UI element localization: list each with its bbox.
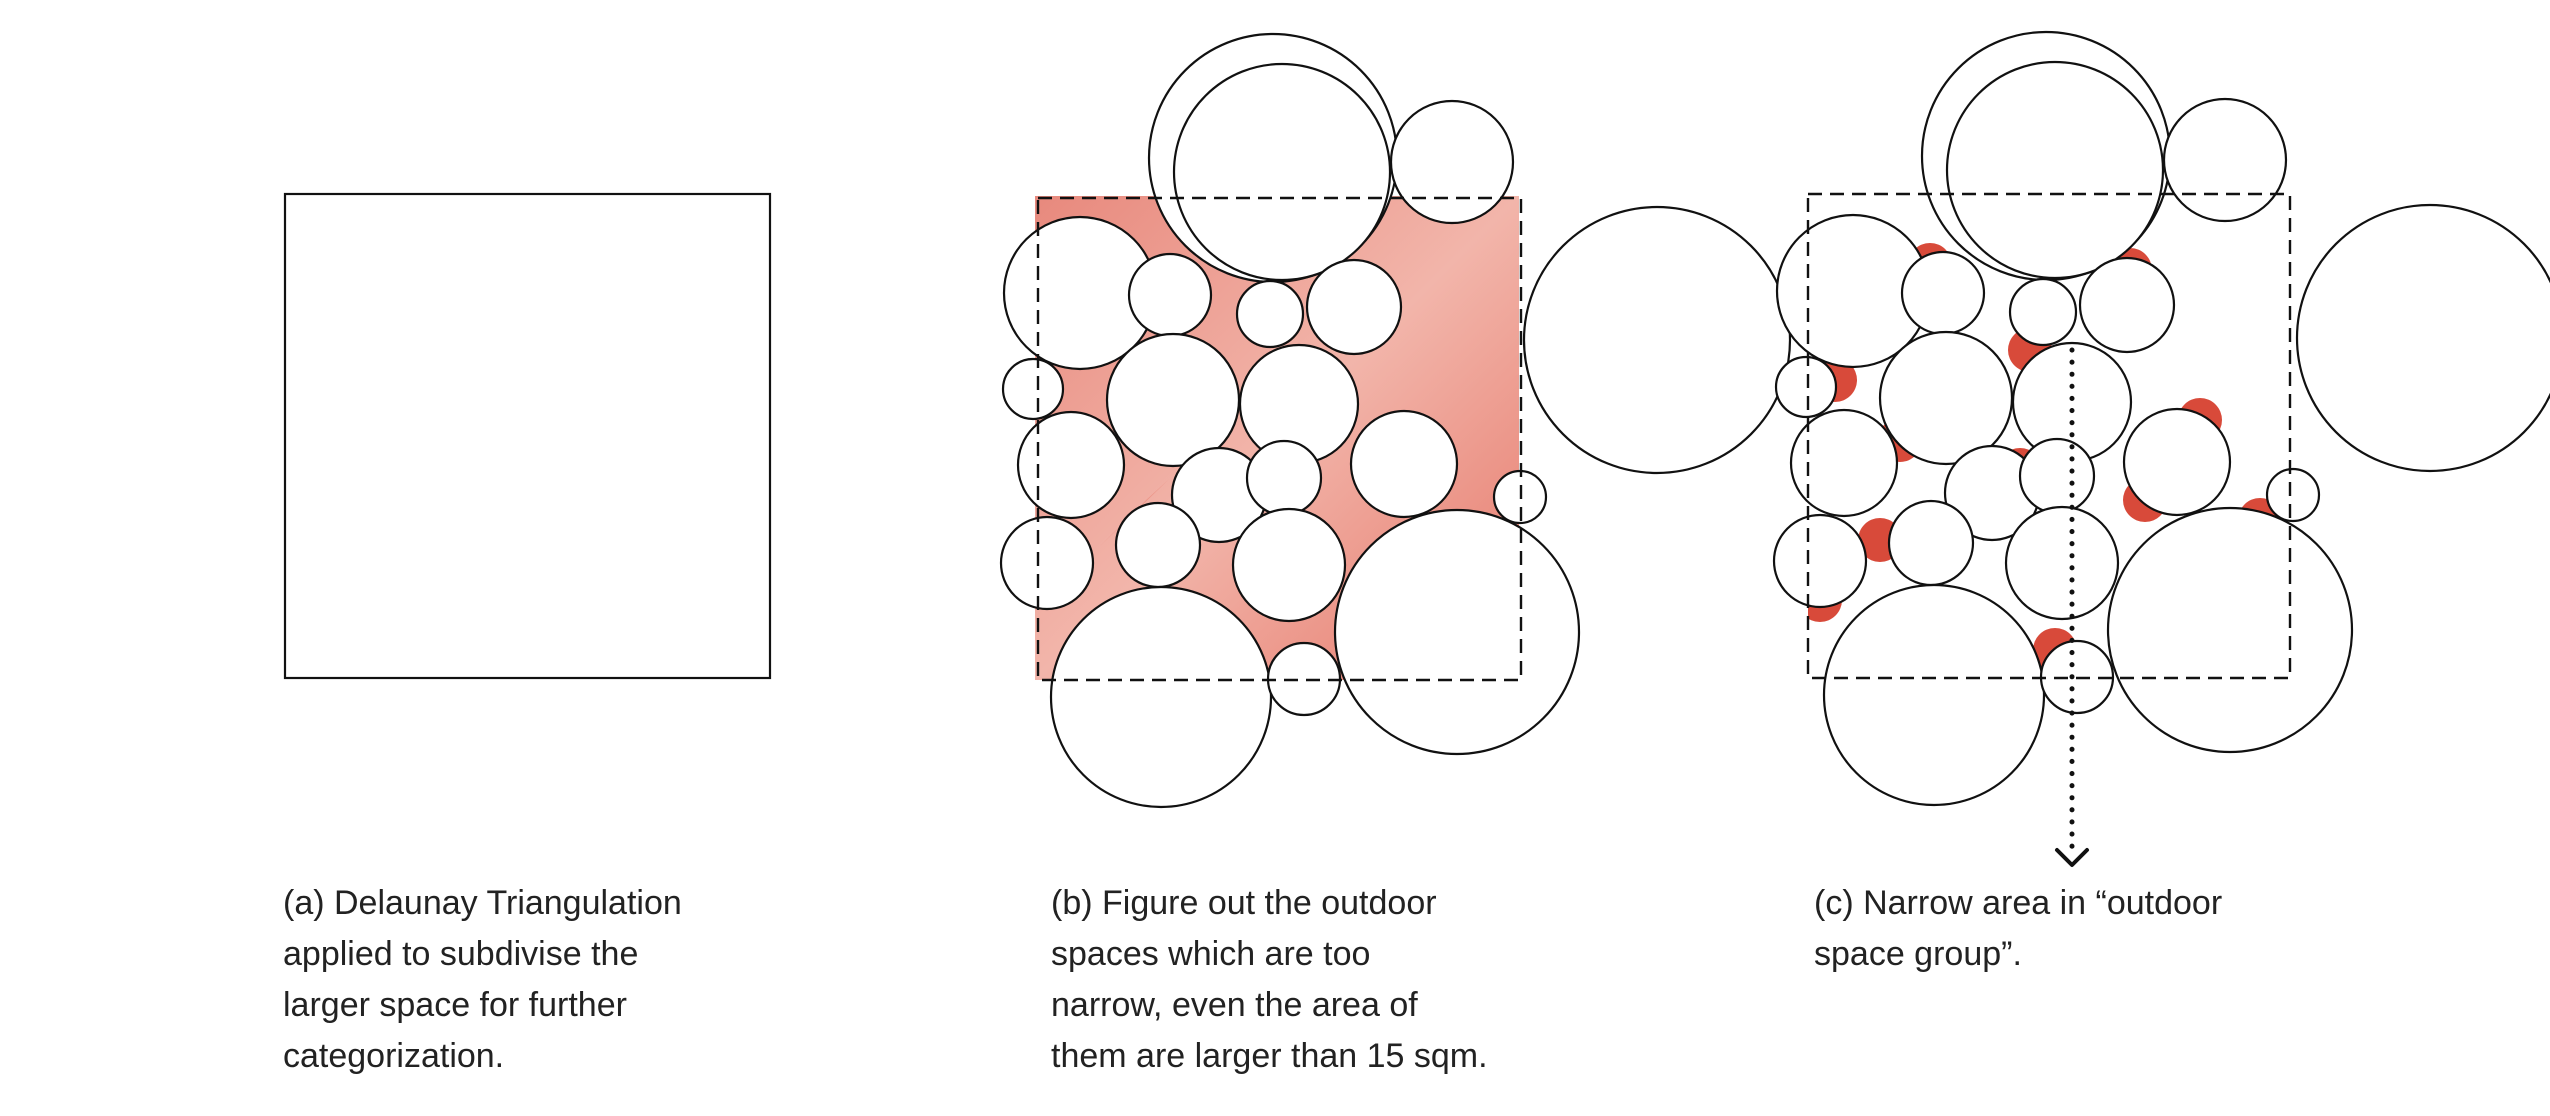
- space-circle: [1522, 205, 1792, 475]
- caption-a: (a) Delaunay Triangulation applied to su…: [283, 878, 682, 1082]
- site-square: [283, 192, 772, 680]
- space-circle: [1389, 99, 1515, 225]
- space-circle: [2106, 506, 2354, 754]
- space-circle: [2162, 97, 2288, 223]
- space-circle: [2122, 407, 2232, 517]
- caption-b: (b) Figure out the outdoor spaces which …: [1051, 878, 1488, 1082]
- chevron-down-icon: [2055, 848, 2089, 867]
- space-circles: [1772, 30, 2550, 807]
- space-circle: [1772, 513, 1868, 609]
- caption-line: spaces which are too: [1051, 935, 1371, 973]
- caption-line: (c) Narrow area in “outdoor: [1814, 884, 2223, 922]
- caption-line: (a) Delaunay Triangulation: [283, 884, 682, 922]
- space-circle: [1789, 408, 1899, 518]
- space-circle: [1235, 279, 1305, 349]
- space-circle: [1774, 355, 1838, 419]
- space-circle: [1822, 583, 2046, 807]
- panel-a-diagram: [283, 192, 772, 680]
- space-circle: [1049, 585, 1273, 809]
- space-circle: [1900, 250, 1986, 336]
- panel-b-diagram: [999, 32, 1792, 809]
- space-circle: [1305, 258, 1403, 356]
- space-circles: [999, 32, 1792, 809]
- space-circle: [2018, 437, 2096, 515]
- space-circle: [1001, 357, 1065, 421]
- panel-c-diagram: [1772, 30, 2550, 867]
- space-circle: [2295, 203, 2550, 473]
- space-circle: [1333, 508, 1581, 756]
- space-circle: [1231, 507, 1347, 623]
- space-circle: [1878, 330, 2014, 466]
- space-circle: [2265, 467, 2321, 523]
- caption-line: categorization.: [283, 1037, 505, 1075]
- caption-line: space group”.: [1814, 935, 2022, 973]
- caption-line: applied to subdivise the: [283, 935, 639, 973]
- space-circle: [1105, 332, 1241, 468]
- space-circle: [2078, 256, 2176, 354]
- space-circle: [1887, 499, 1975, 587]
- space-circle: [2004, 505, 2120, 621]
- space-circle: [1172, 62, 1392, 282]
- space-circle: [999, 515, 1095, 611]
- space-circle: [1945, 60, 2165, 280]
- space-circle: [1127, 252, 1213, 338]
- caption-line: them are larger than 15 sqm.: [1051, 1037, 1488, 1075]
- space-circle: [2008, 277, 2078, 347]
- space-circle: [1245, 439, 1323, 517]
- caption-line: (b) Figure out the outdoor: [1051, 884, 1437, 922]
- caption-line: larger space for further: [283, 986, 627, 1024]
- space-circle: [1016, 410, 1126, 520]
- space-circle: [1349, 409, 1459, 519]
- caption-c: (c) Narrow area in “outdoor space group”…: [1814, 878, 2222, 980]
- space-circle: [1114, 501, 1202, 589]
- caption-line: narrow, even the area of: [1051, 986, 1418, 1024]
